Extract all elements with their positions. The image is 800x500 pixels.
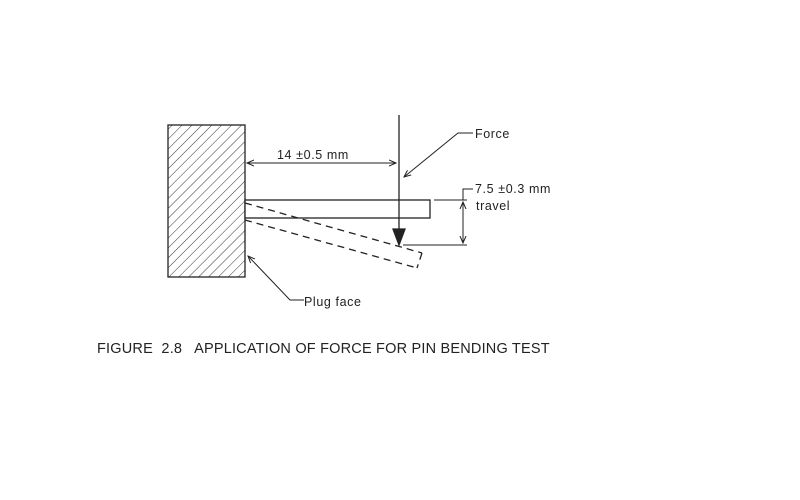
- plug-face-label: Plug face: [304, 295, 362, 309]
- figure-caption: FIGURE 2.8 APPLICATION OF FORCE FOR PIN …: [97, 341, 550, 357]
- pin: [244, 199, 431, 219]
- force-leader: [404, 132, 473, 177]
- travel-leader: [462, 188, 473, 200]
- bent-pin-dashed: [244, 202, 423, 269]
- force-arrowhead: [392, 228, 406, 247]
- force-label: Force: [475, 127, 510, 141]
- length-dimension-label: 14 ±0.5 mm: [277, 148, 349, 162]
- travel-dimension-label: 7.5 ±0.3 mm: [475, 182, 551, 196]
- plug-block: [167, 124, 246, 278]
- travel-label: travel: [476, 199, 510, 213]
- plug-face-leader: [248, 256, 304, 301]
